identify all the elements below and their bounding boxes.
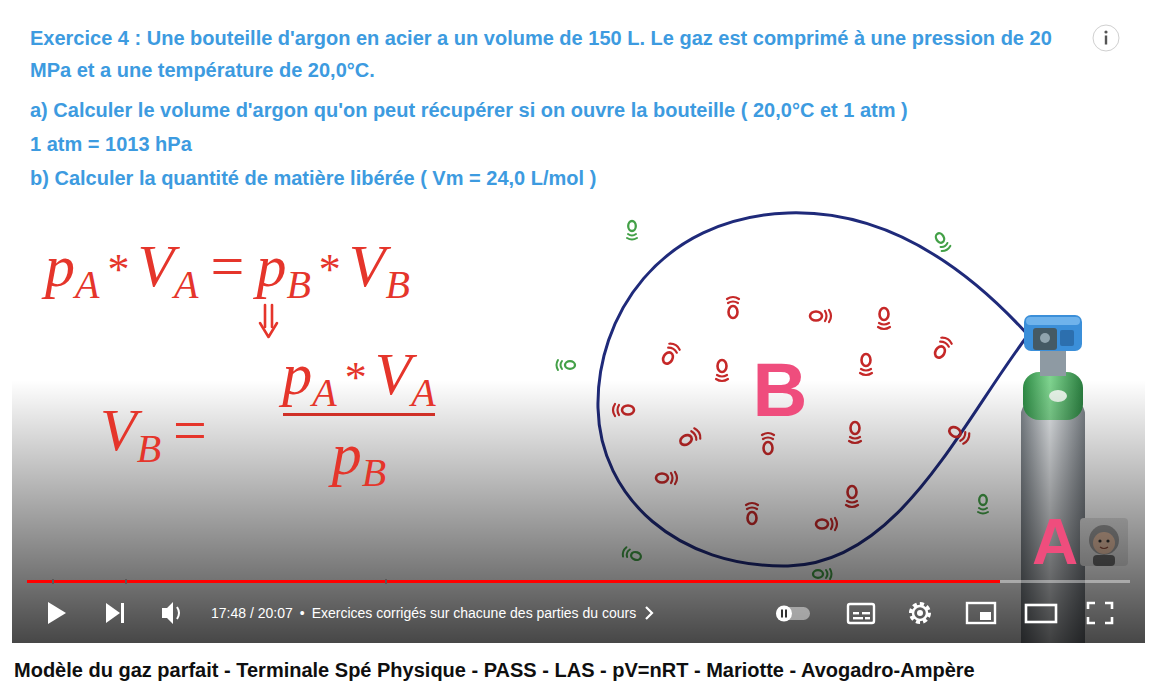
- symbol: p: [332, 421, 362, 487]
- question-a: a) Calculer le volume d'argon qu'on peut…: [30, 94, 1110, 126]
- subscript: B: [385, 262, 409, 307]
- symbol: V: [100, 397, 137, 463]
- symbol: p: [256, 233, 286, 299]
- fraction-denominator: pB: [332, 424, 386, 493]
- subscript: B: [362, 450, 386, 495]
- fraction-numerator: pA*VA: [282, 344, 436, 413]
- player-controls: [0, 0, 1145, 643]
- exercise-statement: Exercice 4 : Une bouteille d'argon en ac…: [30, 22, 1085, 86]
- symbol: p: [45, 233, 75, 299]
- subscript: B: [137, 426, 161, 471]
- equals-sign: =: [161, 397, 219, 463]
- node-letter: B: [753, 352, 808, 428]
- info-icon: [1093, 25, 1119, 51]
- video-frame: BA: [0, 0, 1145, 643]
- chapter-title: Exercices corrigés sur chacune des parti…: [312, 604, 636, 622]
- symbol: p: [282, 341, 312, 407]
- operator: *: [337, 353, 375, 402]
- subscript: A: [312, 370, 336, 415]
- result-lhs: VB=: [100, 400, 219, 469]
- subscript: A: [174, 262, 198, 307]
- symbol: V: [137, 233, 174, 299]
- symbol: V: [349, 233, 386, 299]
- question-b: b) Calculer la quantité de matière libér…: [30, 162, 1110, 194]
- time-and-chapter: 17:48 / 20:07 • Exercices corrigés sur c…: [211, 604, 655, 622]
- separator-dot: •: [300, 604, 305, 622]
- node-letter: A: [1032, 510, 1078, 574]
- unit-note: 1 atm = 1013 hPa: [30, 128, 630, 160]
- chapter-chevron: [643, 605, 655, 621]
- time-display: 17:48 / 20:07: [211, 604, 293, 622]
- boyle-law-formula: pA*VA=pB*VB: [45, 236, 410, 305]
- operator: *: [311, 245, 349, 294]
- symbol: V: [375, 341, 412, 407]
- subscript: B: [286, 262, 310, 307]
- subscript: A: [75, 262, 99, 307]
- video-title: Modèle du gaz parfait - Terminale Spé Ph…: [14, 657, 1149, 683]
- implication-arrow: [260, 305, 277, 337]
- operator: *: [99, 245, 137, 294]
- equals-sign: =: [199, 233, 257, 299]
- subscript: A: [411, 370, 435, 415]
